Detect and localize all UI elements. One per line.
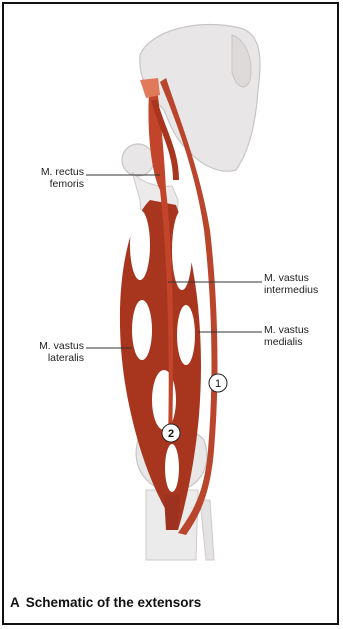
vastus-window-mid-right (177, 305, 195, 365)
caption-letter: A (10, 595, 20, 610)
caption-text: Schematic of the extensors (26, 595, 202, 610)
callout-1-text: 1 (215, 378, 221, 390)
label-vastus-lateralis: M. vastus lateralis (20, 340, 84, 364)
rectus-femoris-origin (140, 78, 160, 98)
femoral-head (122, 144, 154, 176)
label-vastus-medialis: M. vastus medialis (264, 324, 309, 348)
label-vastus-intermedius: M. vastus intermedius (264, 272, 318, 296)
vastus-window-mid-left (132, 300, 152, 360)
vastus-window-upper-left (130, 210, 150, 280)
vastus-window-bottom (165, 444, 179, 492)
fibula-bone (200, 500, 214, 560)
patellar-tendon (164, 495, 180, 530)
label-rectus-femoris: M. rectus femoris (30, 166, 84, 190)
callout-2-text: 2 (168, 428, 174, 440)
figure-caption: A Schematic of the extensors (10, 595, 201, 610)
vastus-window-upper-right (172, 210, 192, 290)
